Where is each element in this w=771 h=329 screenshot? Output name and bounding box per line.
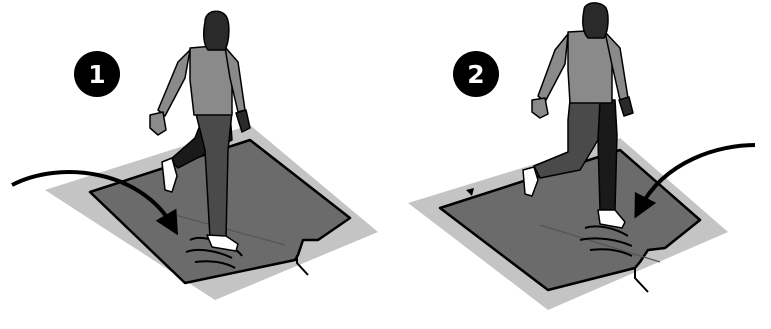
right-hand: [619, 97, 633, 116]
panel-step-2: 2: [408, 3, 755, 310]
head: [583, 3, 608, 38]
left-arm: [538, 34, 568, 102]
step-badge-1: 1: [74, 51, 120, 97]
torso: [568, 30, 612, 103]
head: [204, 11, 229, 50]
left-arm: [158, 50, 190, 116]
step-number: 1: [88, 60, 105, 89]
step-badge-2: 2: [453, 51, 499, 97]
mat-notch: [635, 268, 648, 292]
right-hand: [236, 110, 250, 132]
left-hand: [532, 98, 548, 118]
panel-step-1: 1: [12, 11, 378, 300]
step-number: 2: [467, 60, 484, 89]
left-hand: [150, 112, 166, 135]
